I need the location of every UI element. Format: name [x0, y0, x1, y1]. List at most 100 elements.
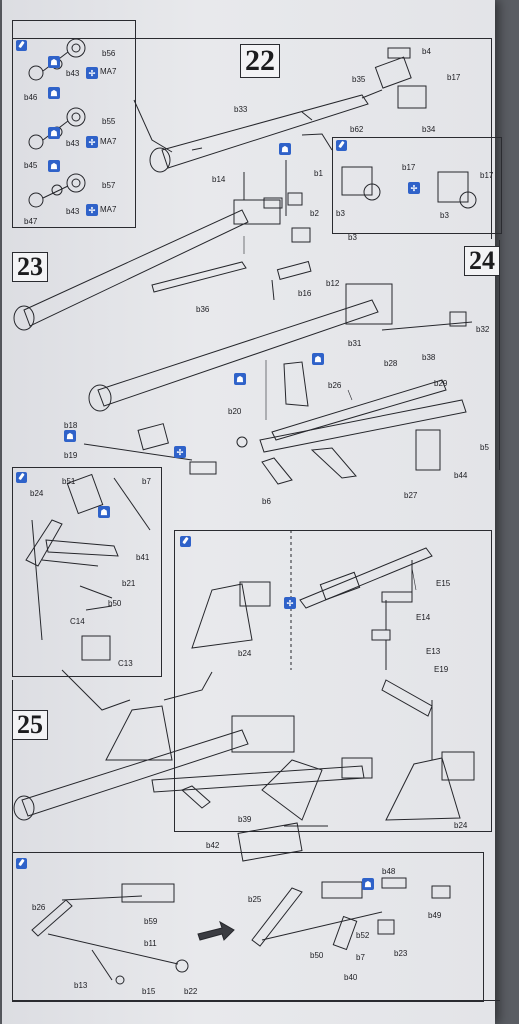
part-label: b27 [404, 491, 418, 500]
part-label: b57 [102, 181, 116, 190]
part-label: b55 [102, 117, 116, 126]
glue-tube-icon: ☗ [48, 160, 60, 172]
part-label: b3 [348, 233, 357, 242]
part-label: b17 [447, 73, 461, 82]
glue-tube-icon: ☗ [64, 430, 76, 442]
part-label: b17 [402, 163, 416, 172]
glue-tube-icon: ☗ [98, 506, 110, 518]
instruction-sheet: 22 23 24 25 [2, 0, 502, 1024]
barrel-upper [149, 47, 427, 173]
part-label: b17 [480, 171, 494, 180]
part-label: b3 [336, 209, 345, 218]
part-label: b16 [298, 289, 312, 298]
glue-tube-icon: ☗ [362, 878, 374, 890]
part-label: b7 [142, 477, 151, 486]
sight-detail-right [191, 547, 475, 821]
step-number-22: 22 [240, 44, 280, 78]
part-label: b28 [384, 359, 398, 368]
step-22-frame [12, 20, 136, 228]
part-label: b11 [144, 939, 157, 948]
part-label: b49 [428, 911, 442, 920]
part-label: E13 [426, 647, 441, 656]
trail-detail-bottom [31, 877, 451, 985]
part-label: b5 [480, 443, 489, 452]
part-label: b24 [30, 489, 44, 498]
flip-side-icon: ✢ [86, 67, 98, 79]
part-label: b31 [348, 339, 362, 348]
part-label: b48 [382, 867, 396, 876]
glue-tube-icon: ☗ [48, 87, 60, 99]
barrel-step-25 [13, 705, 373, 862]
step-number-25: 25 [12, 710, 48, 740]
part-label: C13 [118, 659, 133, 668]
part-label: b40 [344, 973, 358, 982]
flip-side-icon: ✢ [86, 204, 98, 216]
proceed-arrow-icon [197, 920, 235, 941]
flip-side-icon: ✢ [86, 136, 98, 148]
part-label: MA7 [100, 67, 117, 76]
glue-tube-icon: ☗ [312, 353, 324, 365]
part-label: b12 [326, 279, 340, 288]
barrel-step-24 [83, 283, 473, 485]
part-label: b36 [196, 305, 210, 314]
part-label: MA7 [100, 137, 117, 146]
flip-side-icon: ✢ [174, 446, 186, 458]
paint-brush-icon [180, 536, 191, 547]
part-label: b44 [454, 471, 468, 480]
part-label: b22 [184, 987, 198, 996]
step-25-right-sub-frame [174, 530, 492, 832]
part-label: C14 [70, 617, 85, 626]
part-label: b50 [108, 599, 122, 608]
part-label: b1 [314, 169, 323, 178]
step-25-frame [12, 680, 500, 1001]
breech-subassemblies [341, 166, 477, 209]
part-label: b43 [66, 207, 80, 216]
glue-tube-icon: ☗ [234, 373, 246, 385]
part-label: b35 [352, 75, 366, 84]
part-label: b24 [454, 821, 468, 830]
step-number-23: 23 [12, 252, 48, 282]
part-label: b43 [66, 69, 80, 78]
hub-part-b57 [28, 173, 86, 208]
part-label: b14 [212, 175, 226, 184]
part-label: MA7 [100, 205, 117, 214]
part-label: b3 [440, 211, 449, 220]
part-label: b50 [310, 951, 324, 960]
part-label: b15 [142, 987, 156, 996]
part-label: b51 [62, 477, 76, 486]
barrel-step-23 [13, 160, 312, 331]
paint-brush-icon [16, 40, 27, 51]
part-label: b19 [64, 451, 78, 460]
part-label: b32 [476, 325, 490, 334]
part-label: b26 [32, 903, 46, 912]
part-label: b52 [356, 931, 370, 940]
glue-tube-icon: ☗ [279, 143, 291, 155]
part-label: b4 [422, 47, 431, 56]
part-label: b45 [24, 161, 38, 170]
flip-side-icon: ✢ [284, 597, 296, 609]
step-22-23-frame [12, 38, 492, 239]
paint-brush-icon [16, 472, 27, 483]
part-label: b25 [248, 895, 262, 904]
part-label: b34 [422, 125, 436, 134]
part-label: b20 [228, 407, 242, 416]
part-label: b18 [64, 421, 78, 430]
part-label: b42 [206, 841, 220, 850]
part-label: b59 [144, 917, 158, 926]
step-number-24: 24 [464, 246, 500, 276]
glue-tube-icon: ☗ [48, 56, 60, 68]
part-label: E14 [416, 613, 431, 622]
part-label: b43 [66, 139, 80, 148]
part-label: b2 [310, 209, 319, 218]
part-label: b38 [422, 353, 436, 362]
step-24-frame [12, 240, 500, 470]
paint-brush-icon [16, 858, 27, 869]
part-label: b56 [102, 49, 116, 58]
part-label: b33 [234, 105, 248, 114]
part-label: b23 [394, 949, 408, 958]
part-label: b29 [434, 379, 448, 388]
cradle-detail-left [25, 473, 151, 661]
part-label: b13 [74, 981, 88, 990]
glue-tube-icon: ☗ [48, 127, 60, 139]
part-label: b62 [350, 125, 364, 134]
